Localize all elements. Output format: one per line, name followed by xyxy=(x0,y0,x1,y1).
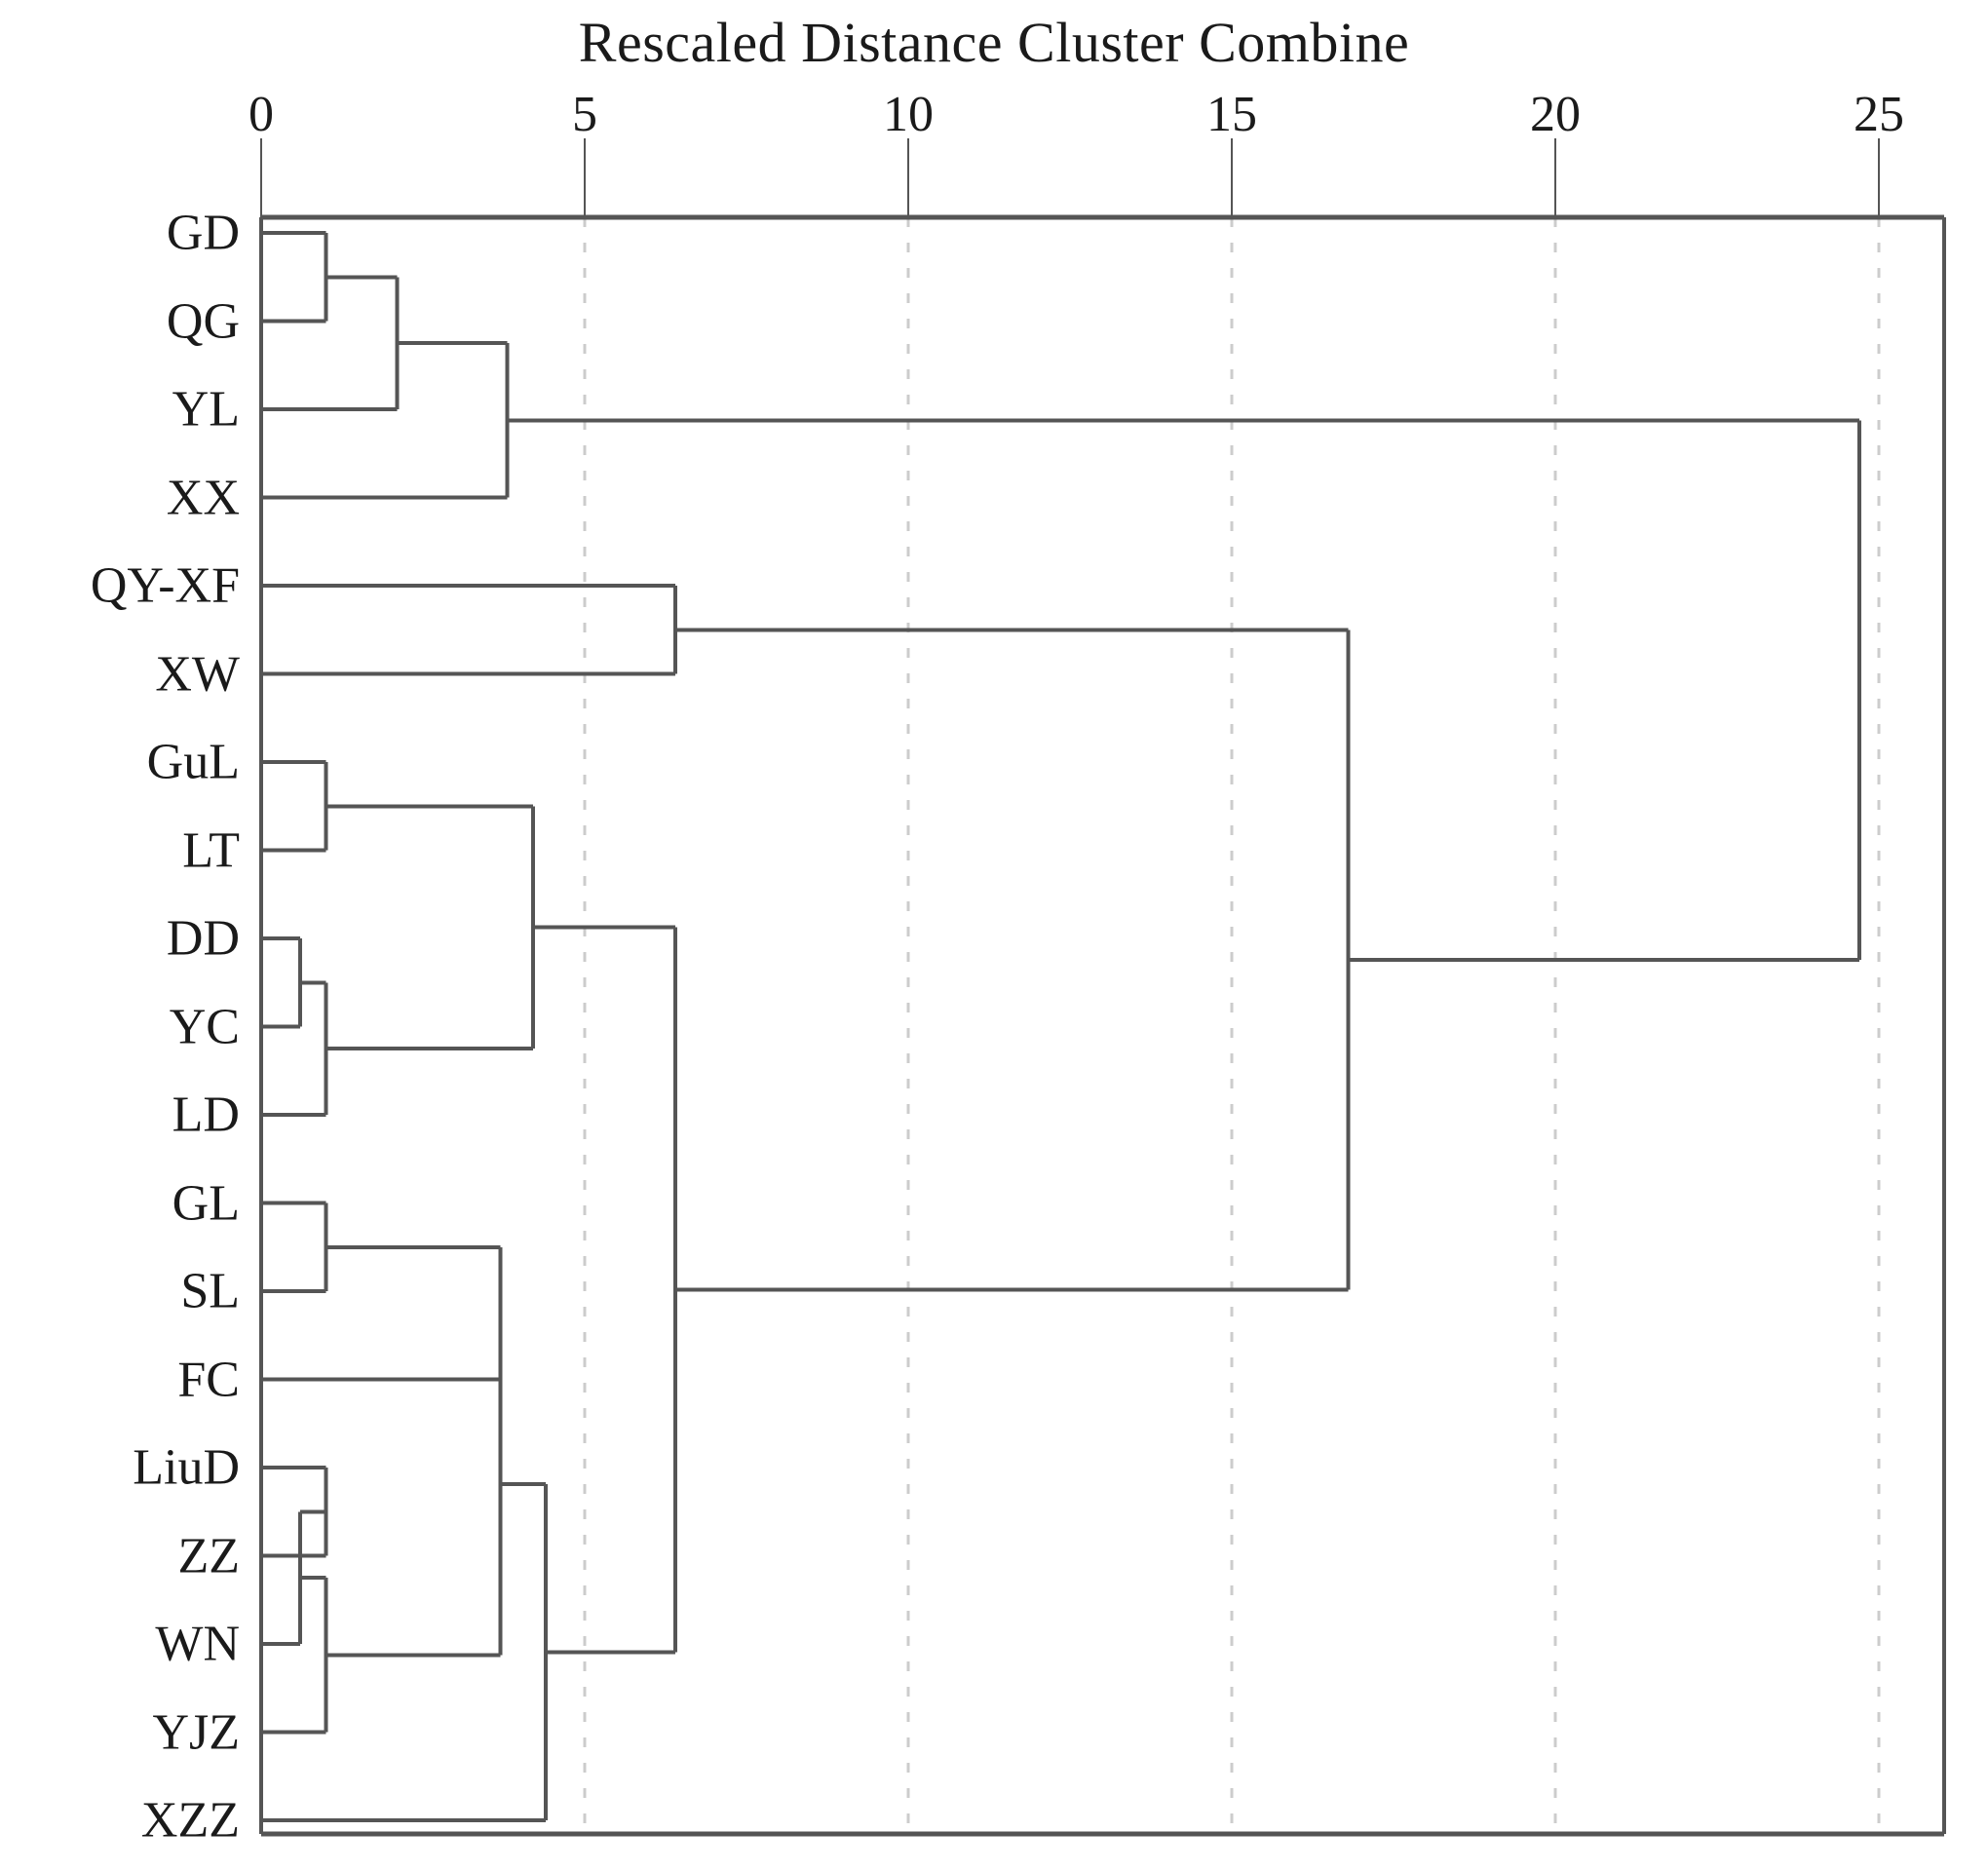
leaf-label-FC: FC xyxy=(177,1352,240,1407)
leaf-label-WN: WN xyxy=(155,1616,240,1672)
dendrogram-links xyxy=(261,231,1862,1822)
plot-frame xyxy=(259,214,1946,1837)
x-tick-label-0: 0 xyxy=(248,87,274,142)
x-tick-label-10: 10 xyxy=(883,87,934,142)
leaf-label-YJZ: YJZ xyxy=(152,1704,240,1760)
leaf-label-DD: DD xyxy=(166,910,240,967)
leaf-label-SL: SL xyxy=(180,1263,240,1319)
x-tick-label-20: 20 xyxy=(1530,87,1581,142)
chart-title: Rescaled Distance Cluster Combine xyxy=(578,11,1410,74)
x-axis-ticks xyxy=(260,138,1880,217)
x-tick-label-25: 25 xyxy=(1854,87,1904,142)
leaf-label-ZZ: ZZ xyxy=(177,1528,240,1584)
leaf-label-GD: GD xyxy=(166,205,240,261)
leaf-label-XX: XX xyxy=(166,470,240,525)
leaf-label-GL: GL xyxy=(172,1175,240,1231)
leaf-label-YC: YC xyxy=(169,999,240,1054)
leaf-label-LT: LT xyxy=(182,822,240,878)
gridlines xyxy=(583,217,1881,1834)
leaf-label-QG: QG xyxy=(166,293,240,349)
leaf-label-GuL: GuL xyxy=(146,734,240,790)
leaf-label-LD: LD xyxy=(172,1087,240,1143)
x-tick-label-15: 15 xyxy=(1206,87,1257,142)
leaf-label-XW: XW xyxy=(155,646,240,702)
leaf-label-QY-XF: QY-XF xyxy=(90,557,240,614)
leaf-label-LiuD: LiuD xyxy=(133,1439,240,1496)
leaf-label-YL: YL xyxy=(172,381,240,438)
leaf-label-XZZ: XZZ xyxy=(140,1792,240,1849)
x-tick-label-5: 5 xyxy=(572,87,597,142)
